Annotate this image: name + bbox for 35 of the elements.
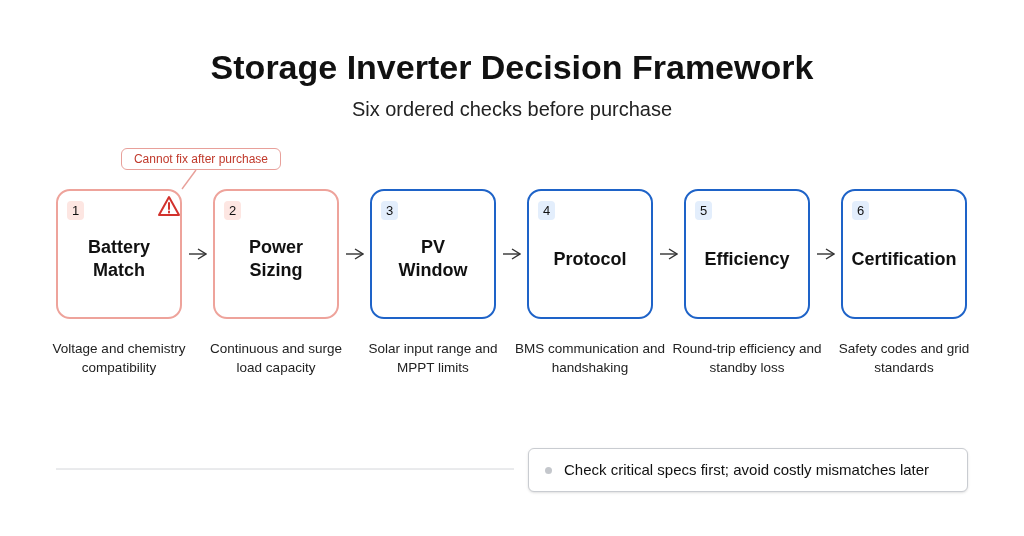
arrow — [188, 248, 207, 260]
arrow — [659, 248, 678, 260]
note-box — [528, 448, 968, 492]
arrow — [345, 248, 364, 260]
step-description: Safety codes and grid standards — [837, 340, 971, 377]
step-number: 5 — [695, 201, 713, 220]
step-number: 1 — [67, 201, 85, 220]
step-box — [527, 189, 653, 319]
step-number: 3 — [381, 201, 399, 220]
step-description: Solar input range and MPPT limits — [367, 340, 499, 377]
step-number: 4 — [538, 201, 556, 220]
step-description: Continuous and surge load capacity — [208, 340, 344, 377]
step-box — [684, 189, 810, 319]
leader-line — [181, 169, 197, 190]
step-number: 6 — [852, 201, 870, 220]
step-box — [370, 189, 496, 319]
arrow — [816, 248, 835, 260]
step-title: Efficiency — [703, 247, 791, 271]
note-text: Check critical specs first; avoid costly mismatches later — [564, 459, 930, 480]
step-description: Voltage and chemistry compatibility — [51, 340, 187, 377]
step-number: 2 — [224, 201, 242, 220]
step-title: Protocol — [552, 247, 628, 271]
step-title: Certification — [850, 247, 958, 271]
step-box — [213, 189, 339, 319]
step-description: Round-trip efficiency and standby loss — [671, 340, 823, 377]
arrow — [502, 248, 521, 260]
step-title: PV Window — [397, 236, 469, 282]
title: Storage Inverter Decision Framework — [209, 47, 815, 88]
step-box — [841, 189, 967, 319]
step-title: Battery Match — [87, 236, 151, 282]
step-title: Power Sizing — [248, 236, 304, 282]
step-description: BMS communication and handshaking — [513, 340, 667, 377]
callout-bubble: Cannot fix after purchase — [121, 148, 281, 170]
subtitle: Six ordered checks before purchase — [350, 97, 674, 122]
step-box — [56, 189, 182, 319]
